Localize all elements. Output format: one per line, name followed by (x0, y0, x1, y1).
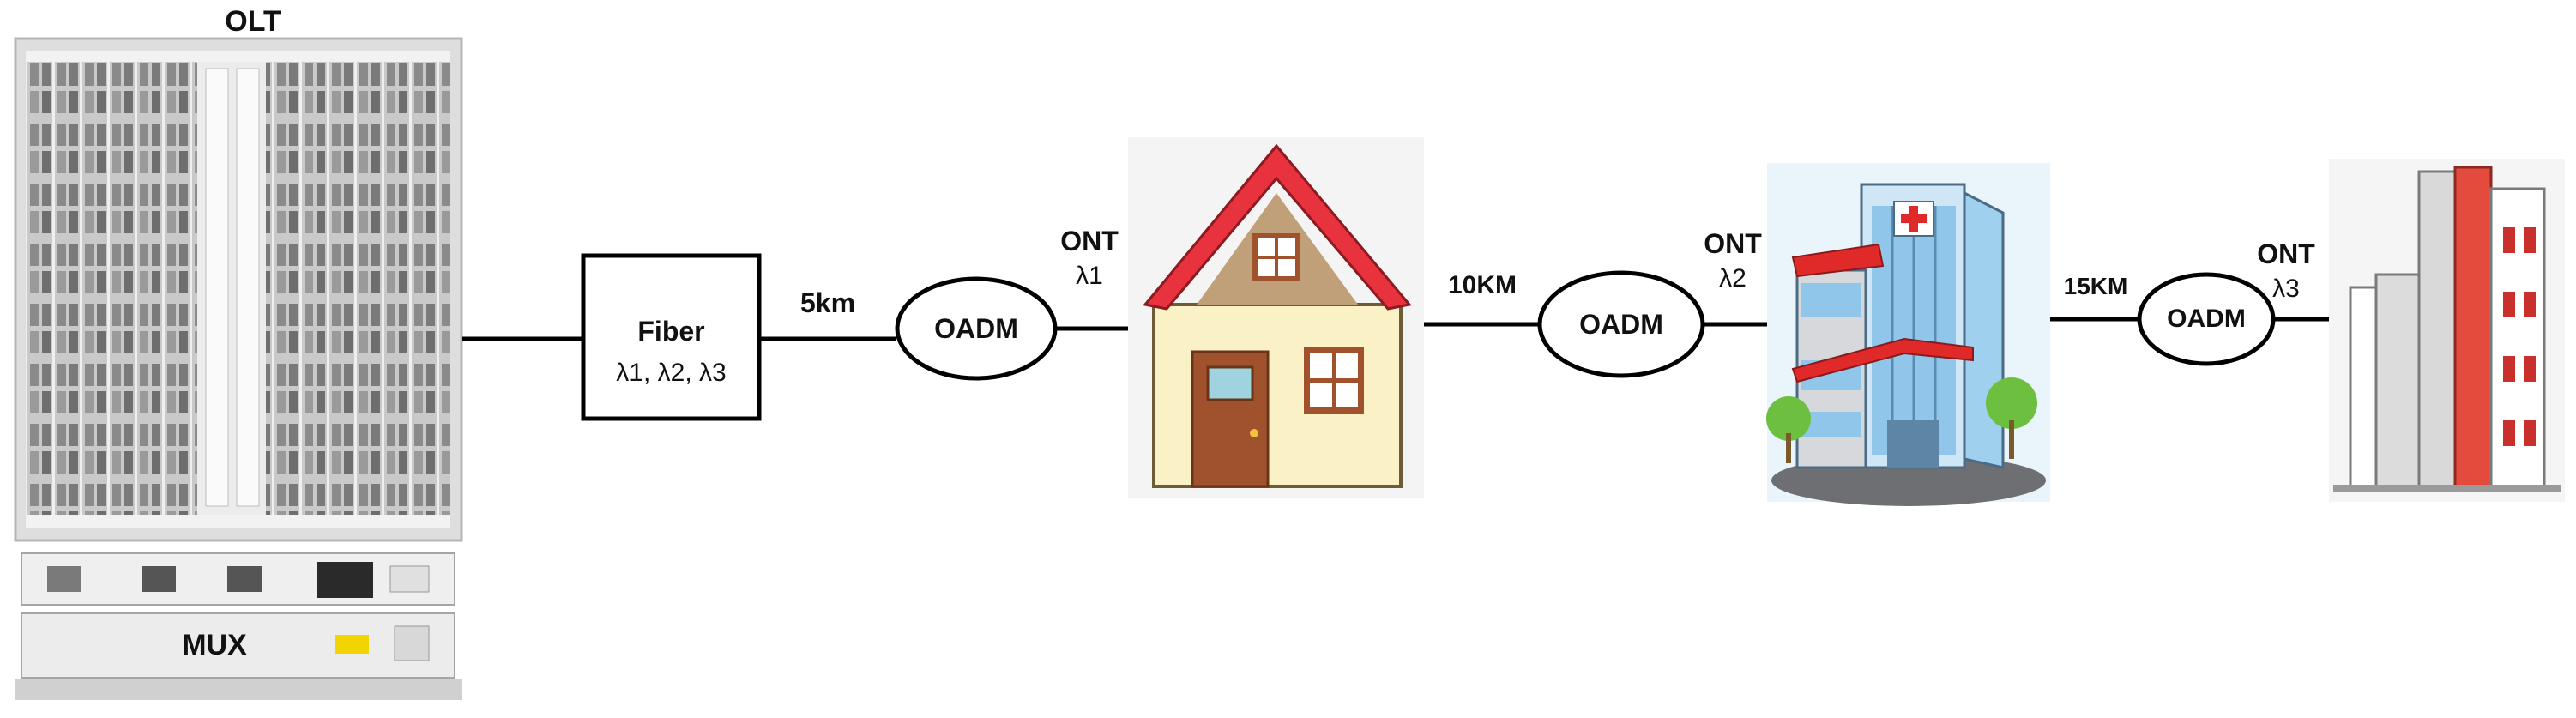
fiber-wavelengths: λ1, λ2, λ3 (616, 359, 727, 387)
lambda-label-2: λ2 (1719, 264, 1746, 293)
olt-title: OLT (225, 5, 281, 38)
oadm-node-2 (1537, 270, 1705, 378)
ont-label-1: ONT (1060, 226, 1119, 256)
ont-label-3: ONT (2257, 238, 2315, 269)
fiber-box (581, 253, 762, 421)
oadm-label-2: OADM (1579, 309, 1663, 340)
distance-label-1: 5km (799, 287, 856, 318)
olt-rack (14, 37, 463, 700)
hospital-icon (1766, 163, 2050, 506)
office-building-icon (2329, 159, 2565, 502)
oadm-node-3 (2137, 272, 2276, 366)
fiber-title: Fiber (637, 316, 705, 347)
fiber-links (462, 317, 2329, 341)
distance-label-2: 10KM (1447, 271, 1517, 299)
mux-label: MUX (182, 629, 247, 661)
house-icon (1128, 137, 1424, 498)
lambda-label-3: λ3 (2272, 275, 2300, 303)
ont-label-2: ONT (1704, 228, 1762, 259)
oadm-label-3: OADM (2167, 305, 2246, 333)
lambda-label-1: λ1 (1076, 262, 1103, 290)
distance-label-3: 15KM (2063, 273, 2128, 299)
oadm-label-1: OADM (934, 313, 1018, 344)
oadm-node-1 (895, 276, 1058, 381)
